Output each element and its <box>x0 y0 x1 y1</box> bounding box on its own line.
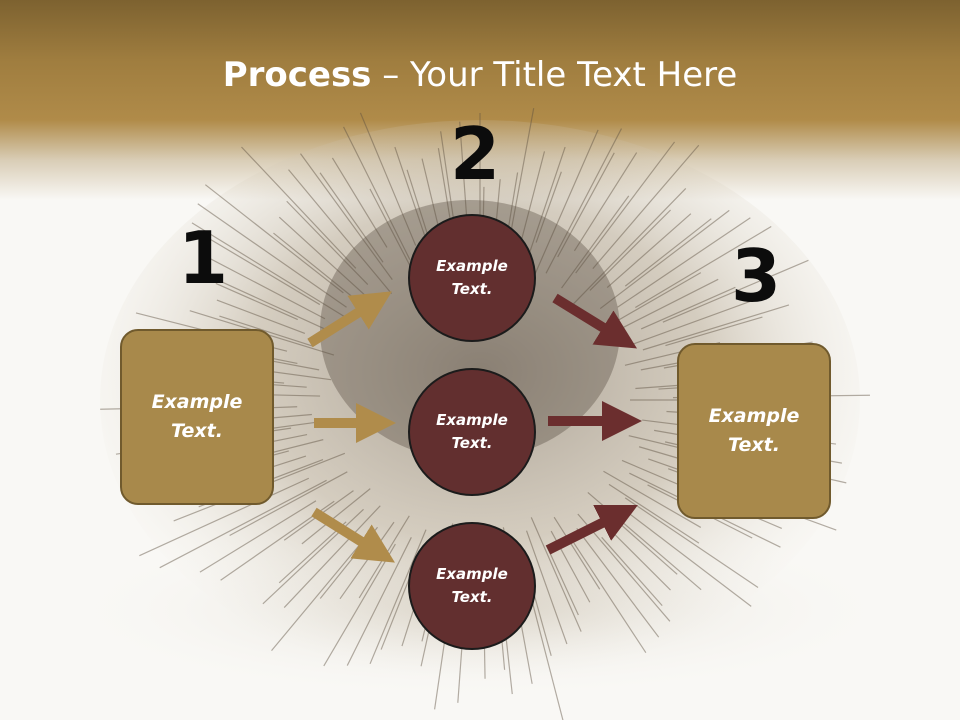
arrow-top-to-right <box>552 293 638 349</box>
burr-spike <box>665 316 763 347</box>
burr-spike <box>573 542 647 654</box>
circle-middle-line2: Text. <box>451 434 493 452</box>
burr-spike <box>625 292 773 348</box>
burr-spike <box>331 157 388 248</box>
burr-spike <box>191 222 352 322</box>
slide-title: Process – Your Title Text Here <box>0 52 960 98</box>
burr-spike <box>199 500 317 573</box>
burr-spike <box>319 172 384 263</box>
burr-spike <box>662 259 809 323</box>
circle-top[interactable]: Example Text. <box>408 214 536 342</box>
burr-spike <box>545 544 579 616</box>
burr-spike <box>262 508 364 605</box>
burr-spike <box>624 497 759 589</box>
circle-bottom[interactable]: Example Text. <box>408 522 536 650</box>
burr-spike <box>300 153 393 280</box>
burr-spike <box>204 184 344 294</box>
burr-spike <box>623 278 719 328</box>
burr-spike <box>241 146 357 269</box>
burr-spike <box>606 213 692 289</box>
burr-spike <box>139 477 310 557</box>
circle-top-line1: Example <box>436 257 508 275</box>
burr-spike <box>553 516 601 590</box>
right-text-box[interactable]: Example Text. <box>677 343 831 519</box>
burr-spike <box>323 543 396 667</box>
arrow-left-to-bottom <box>311 507 395 563</box>
burr-spike <box>617 217 751 308</box>
burr-spike <box>640 286 736 330</box>
right-box-line1: Example <box>708 405 800 427</box>
burr-spike <box>301 488 371 545</box>
burr-spike <box>283 505 381 608</box>
left-box-line1: Example <box>151 391 243 413</box>
burr-spike <box>601 536 663 607</box>
burr-spike <box>278 216 370 300</box>
burr-spike <box>359 112 417 246</box>
burr-spike <box>627 512 752 607</box>
arrow-left-to-top <box>307 291 392 348</box>
burr-spike <box>624 218 712 287</box>
burr-spike <box>535 171 562 243</box>
arrow-bottom-to-right <box>545 505 638 555</box>
left-box-line2: Text. <box>171 420 223 442</box>
circle-middle[interactable]: Example Text. <box>408 368 536 496</box>
burr-spike <box>346 537 412 666</box>
burr-spike <box>204 235 321 306</box>
title-rest: – Your Title Text Here <box>371 55 738 95</box>
step-number-1: 1 <box>178 216 229 300</box>
circle-top-line2: Text. <box>451 280 493 298</box>
burr-spike <box>159 479 327 569</box>
burr-spike <box>229 471 348 537</box>
burr-spike <box>576 527 660 638</box>
burr-spike <box>525 530 568 645</box>
burr-spike <box>215 282 298 321</box>
circle-middle-line1: Example <box>436 411 508 429</box>
burr-spike <box>608 483 700 544</box>
burr-spike <box>271 541 363 652</box>
burr-spike <box>573 188 687 305</box>
burr-spike <box>603 470 702 528</box>
burr-spike <box>216 299 306 335</box>
right-box-line2: Text. <box>728 434 780 456</box>
circle-bottom-line2: Text. <box>451 588 493 606</box>
burr-spike <box>200 271 332 333</box>
burr-spike <box>573 152 638 252</box>
burr-spike <box>286 200 369 286</box>
burr-spike <box>288 169 393 295</box>
burr-spike <box>592 144 700 269</box>
burr-spike <box>219 315 314 347</box>
burr-spike <box>201 253 326 320</box>
burr-spike <box>510 107 535 231</box>
burr-spike <box>589 209 671 291</box>
title-bold: Process <box>222 55 372 95</box>
left-text-box[interactable]: Example Text. <box>120 329 274 505</box>
burr-spike <box>545 128 623 274</box>
circle-bottom-line1: Example <box>436 565 508 583</box>
burr-spike <box>557 152 615 258</box>
step-number-3: 3 <box>731 234 782 318</box>
burr-spike <box>531 129 599 282</box>
burr-spike <box>642 304 790 351</box>
burr-spike <box>530 517 582 632</box>
burr-spike <box>197 203 347 308</box>
burr-spike <box>526 146 566 261</box>
burr-spike <box>342 126 411 260</box>
burr-spike <box>635 225 772 308</box>
step-number-2: 2 <box>450 112 501 196</box>
burr-spike <box>599 209 730 310</box>
burr-spike <box>278 521 347 584</box>
burr-spike <box>561 195 630 289</box>
burr-spike <box>575 141 676 274</box>
